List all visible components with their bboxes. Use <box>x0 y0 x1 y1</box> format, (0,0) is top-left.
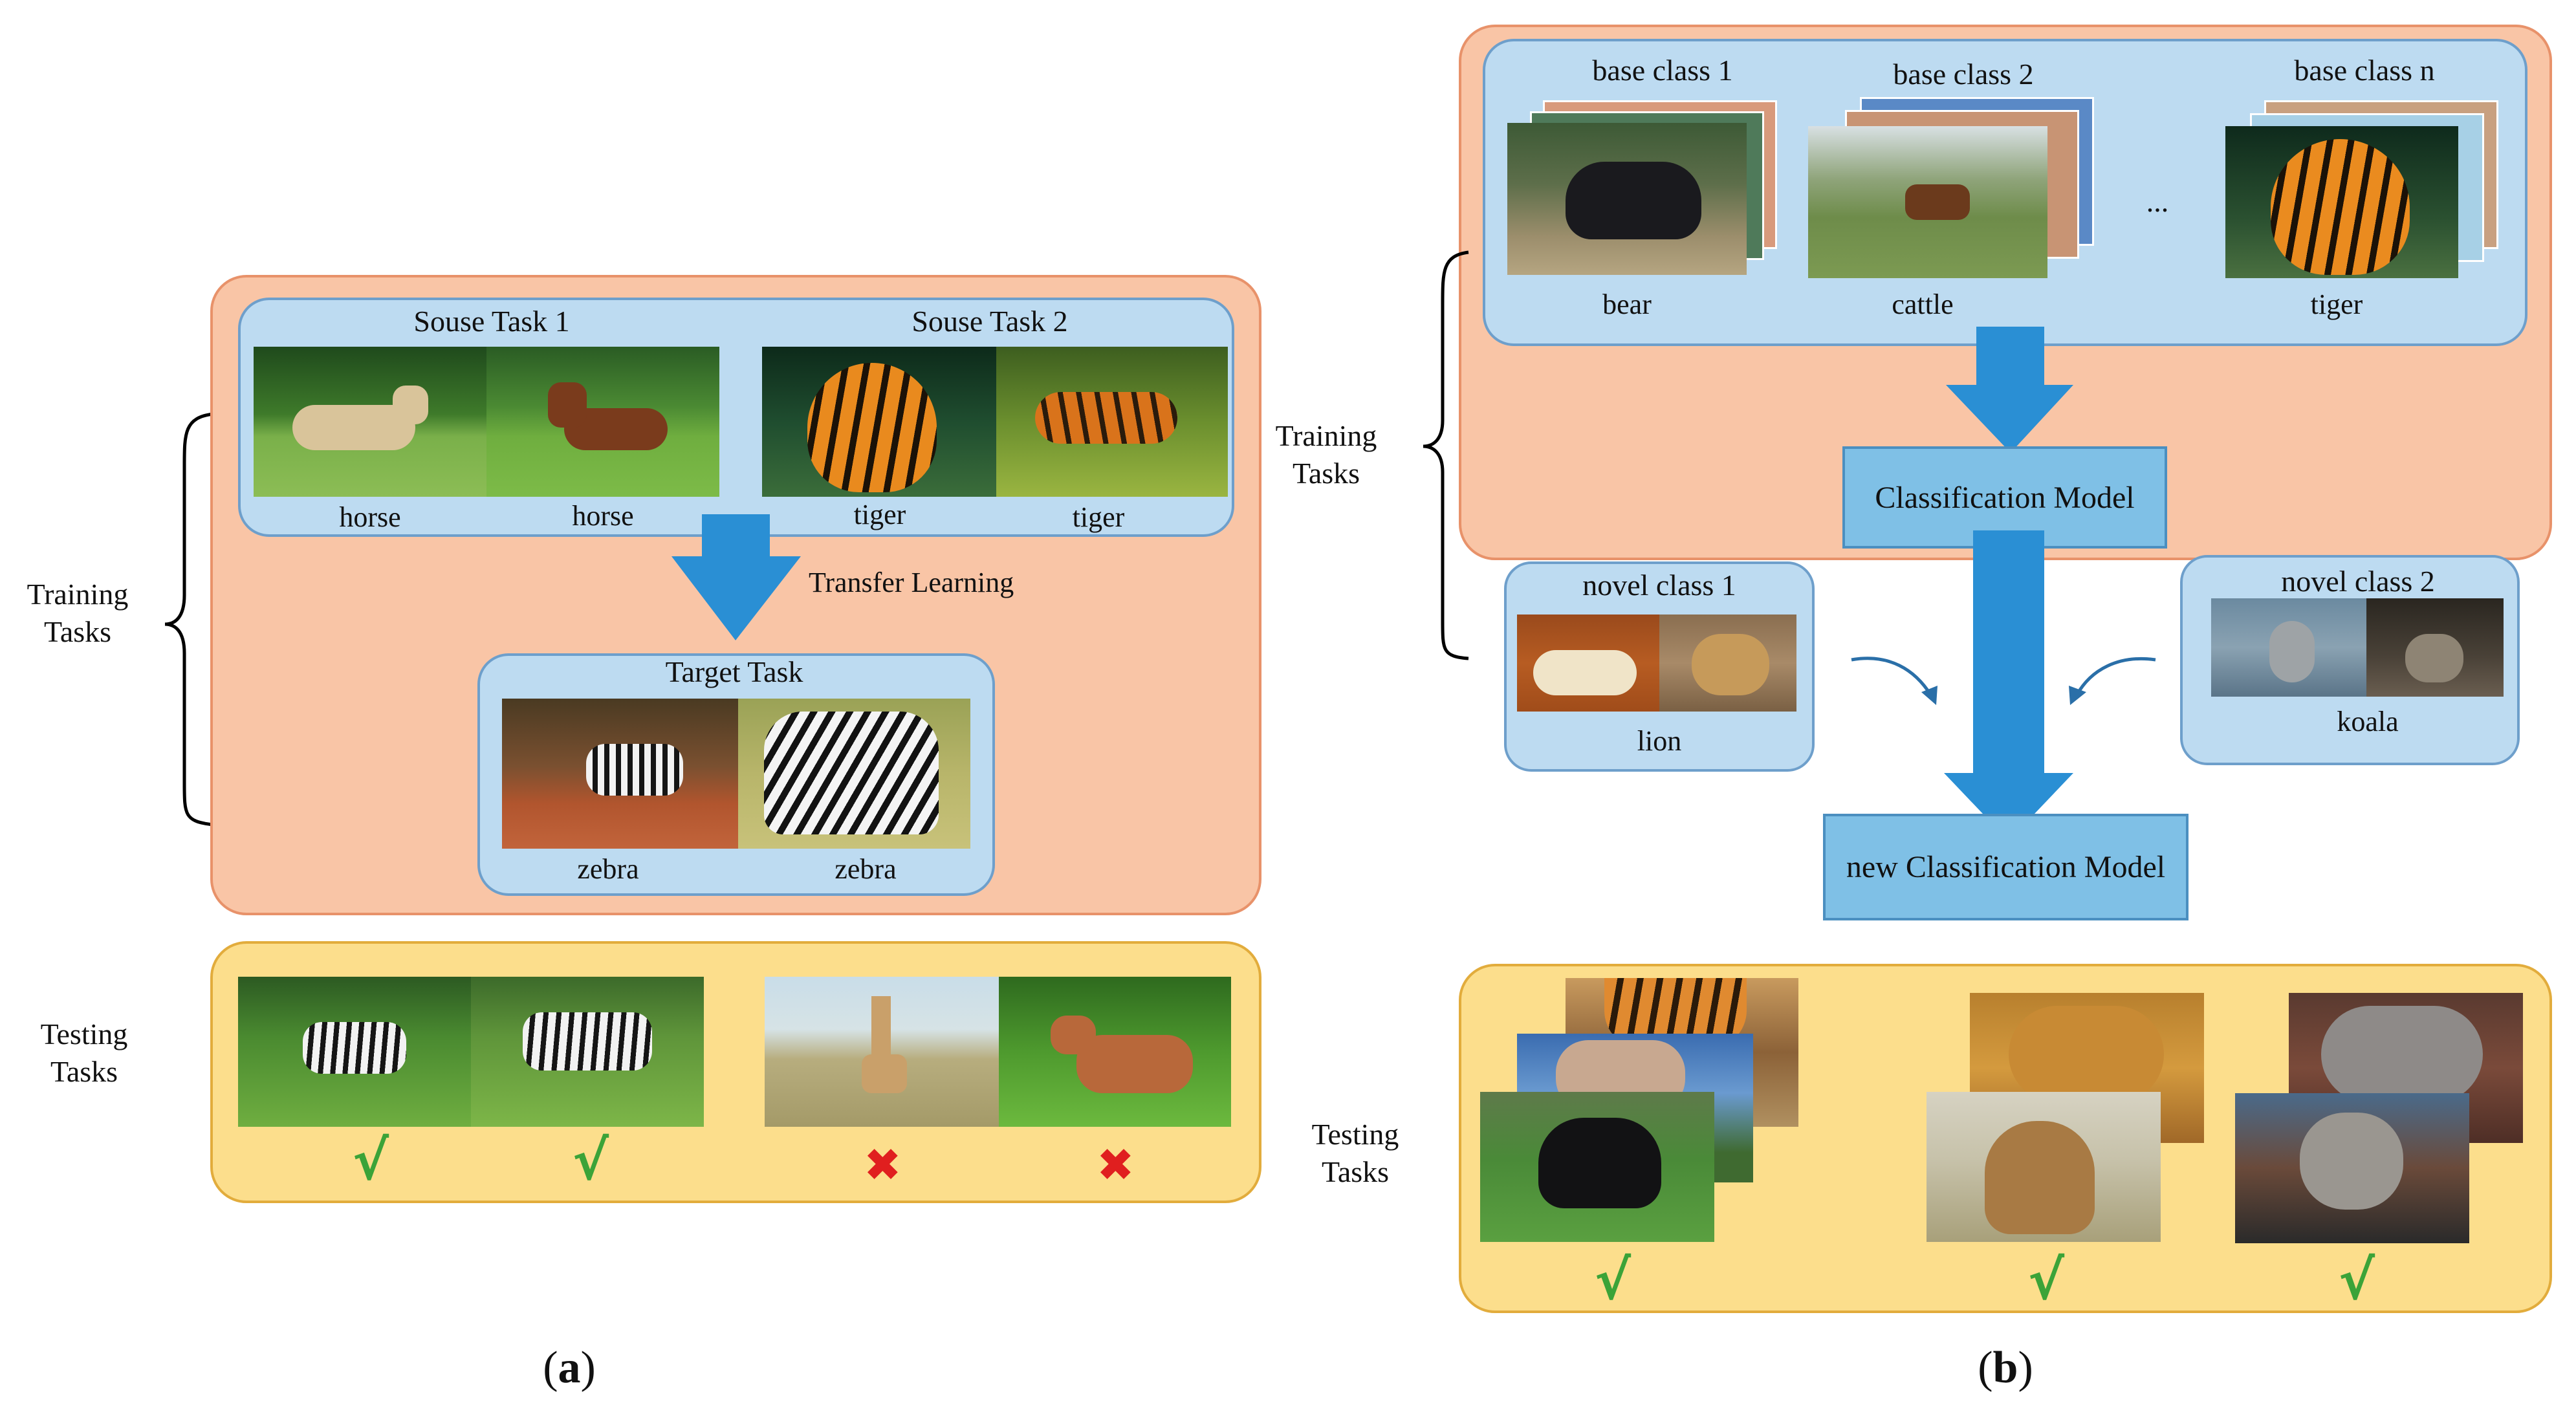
testing-tasks-label-a: Testing Tasks <box>40 1017 128 1088</box>
base-class-label: tiger <box>2310 288 2363 320</box>
source-image-label: horse <box>339 501 401 533</box>
novel-class-title: novel class 2 <box>2281 565 2435 598</box>
target-task-title: Target Task <box>665 655 803 688</box>
horse-photo-1 <box>254 347 486 497</box>
koala-photo-1 <box>2211 598 2366 697</box>
lion-test-photo-2 <box>1927 1092 2161 1242</box>
training-tasks-label-b: Training Tasks <box>1275 419 1377 490</box>
base-class-title: base class 2 <box>1893 58 2034 91</box>
check-icon: √ <box>353 1129 389 1192</box>
caption-b: (b) <box>1941 1342 2070 1394</box>
caption-letter: b <box>1992 1343 2018 1393</box>
zebra-test-photo-1 <box>238 977 471 1127</box>
lion-photo-2 <box>1659 615 1796 712</box>
novel-class-label: lion <box>1637 725 1682 757</box>
ellipsis: ... <box>2146 185 2169 218</box>
caption-paren-close: ) <box>2018 1343 2033 1393</box>
tiger-photo-1 <box>762 347 996 497</box>
transfer-learning-label: Transfer Learning <box>809 567 1014 598</box>
cross-icon: ✖ <box>1097 1138 1135 1191</box>
zebra-test-photo-2 <box>471 977 704 1127</box>
base-class-label: cattle <box>1892 288 1954 320</box>
source-image-label: tiger <box>853 499 906 530</box>
new-classification-model-box: new Classification Model <box>1823 814 2189 920</box>
base-class-title: base class n <box>2294 54 2435 87</box>
tiger-base-photo <box>2225 126 2458 278</box>
caption-paren-open: ( <box>543 1343 558 1393</box>
target-image-label: zebra <box>835 853 897 885</box>
base-class-title: base class 1 <box>1592 54 1733 87</box>
zebra-photo-1 <box>502 699 738 849</box>
cattle-photo <box>1808 126 2047 278</box>
base-class-label: bear <box>1602 288 1652 320</box>
koala-photo-2 <box>2366 598 2504 697</box>
source-image-label: horse <box>572 500 634 532</box>
lion-photo-1 <box>1517 615 1659 712</box>
bear-test-photo <box>1480 1092 1714 1242</box>
novel-class-label: koala <box>2337 706 2399 737</box>
source-task-2-title: Souse Task 2 <box>911 305 1068 338</box>
check-icon: √ <box>2339 1248 2375 1312</box>
source-task-1-title: Souse Task 1 <box>413 305 570 338</box>
caption-a: (a) <box>505 1342 634 1394</box>
caption-paren-open: ( <box>1978 1343 1993 1393</box>
zebra-photo-2 <box>738 699 970 849</box>
check-icon: √ <box>573 1129 609 1192</box>
caption-paren-close: ) <box>580 1343 596 1393</box>
horse-photo-2 <box>486 347 719 497</box>
novel-class-title: novel class 1 <box>1582 569 1736 602</box>
cross-icon: ✖ <box>864 1138 902 1191</box>
caption-letter: a <box>558 1343 581 1393</box>
testing-tasks-label-b: Testing Tasks <box>1311 1118 1399 1188</box>
check-icon: √ <box>1595 1248 1632 1312</box>
giraffe-test-photo <box>765 977 999 1127</box>
koala-test-photo-2 <box>2235 1093 2469 1243</box>
source-image-label: tiger <box>1072 501 1125 533</box>
tiger-photo-2 <box>996 347 1228 497</box>
training-tasks-label-a: Training Tasks <box>27 578 129 648</box>
bear-photo <box>1507 123 1747 275</box>
check-icon: √ <box>2028 1248 2065 1312</box>
deer-test-photo <box>999 977 1231 1127</box>
target-image-label: zebra <box>577 853 639 885</box>
